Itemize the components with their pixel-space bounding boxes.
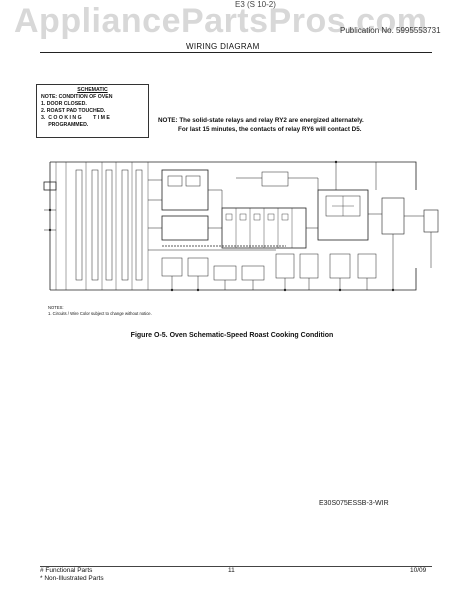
- header-divider: [40, 52, 432, 53]
- drawing-id: E30S075ESSB-3-WIR: [319, 500, 389, 507]
- relay-note-line-1: NOTE: The solid-state relays and relay R…: [158, 117, 364, 124]
- footer-functional-parts: # Functional Parts: [40, 567, 93, 574]
- publication-number: Publication No. 5995553731: [340, 26, 441, 35]
- footer-divider: [40, 566, 432, 567]
- relay-note-line-2: For last 15 minutes, the contacts of rel…: [178, 126, 362, 133]
- section-title: WIRING DIAGRAM: [186, 42, 260, 51]
- notes-heading: NOTES:: [48, 305, 64, 310]
- notes-line: 1. Circuits / Wire Color subject to chan…: [48, 311, 152, 316]
- page-number: 11: [228, 567, 235, 574]
- diagram-notes: NOTES: 1. Circuits / Wire Color subject …: [48, 305, 152, 317]
- schematic-condition-text: NOTE: CONDITION OF OVEN: [41, 94, 113, 100]
- figure-caption: Figure O-5. Oven Schematic-Speed Roast C…: [130, 332, 334, 339]
- relay-note: NOTE: The solid-state relays and relay R…: [158, 116, 438, 134]
- schematic-item: 1. DOOR CLOSED.: [41, 101, 87, 107]
- schematic-condition-box: SCHEMATIC NOTE: CONDITION OF OVEN 1. DOO…: [36, 84, 149, 138]
- footer-non-illustrated-parts: * Non-Illustrated Parts: [40, 575, 104, 582]
- schematic-item: PROGRAMMED.: [41, 122, 89, 128]
- wiring-schematic-diagram: [43, 160, 439, 292]
- schematic-item: 2. ROAST PAD TOUCHED.: [41, 108, 106, 114]
- schematic-box-title: SCHEMATIC: [77, 87, 108, 93]
- schematic-item: 3. C O O K I N G T I M E: [41, 115, 110, 121]
- watermark-logo: AppliancePartsPros.com: [14, 2, 428, 40]
- document-code: E3 (S 10-2): [235, 0, 276, 9]
- footer-date: 10/09: [410, 567, 427, 574]
